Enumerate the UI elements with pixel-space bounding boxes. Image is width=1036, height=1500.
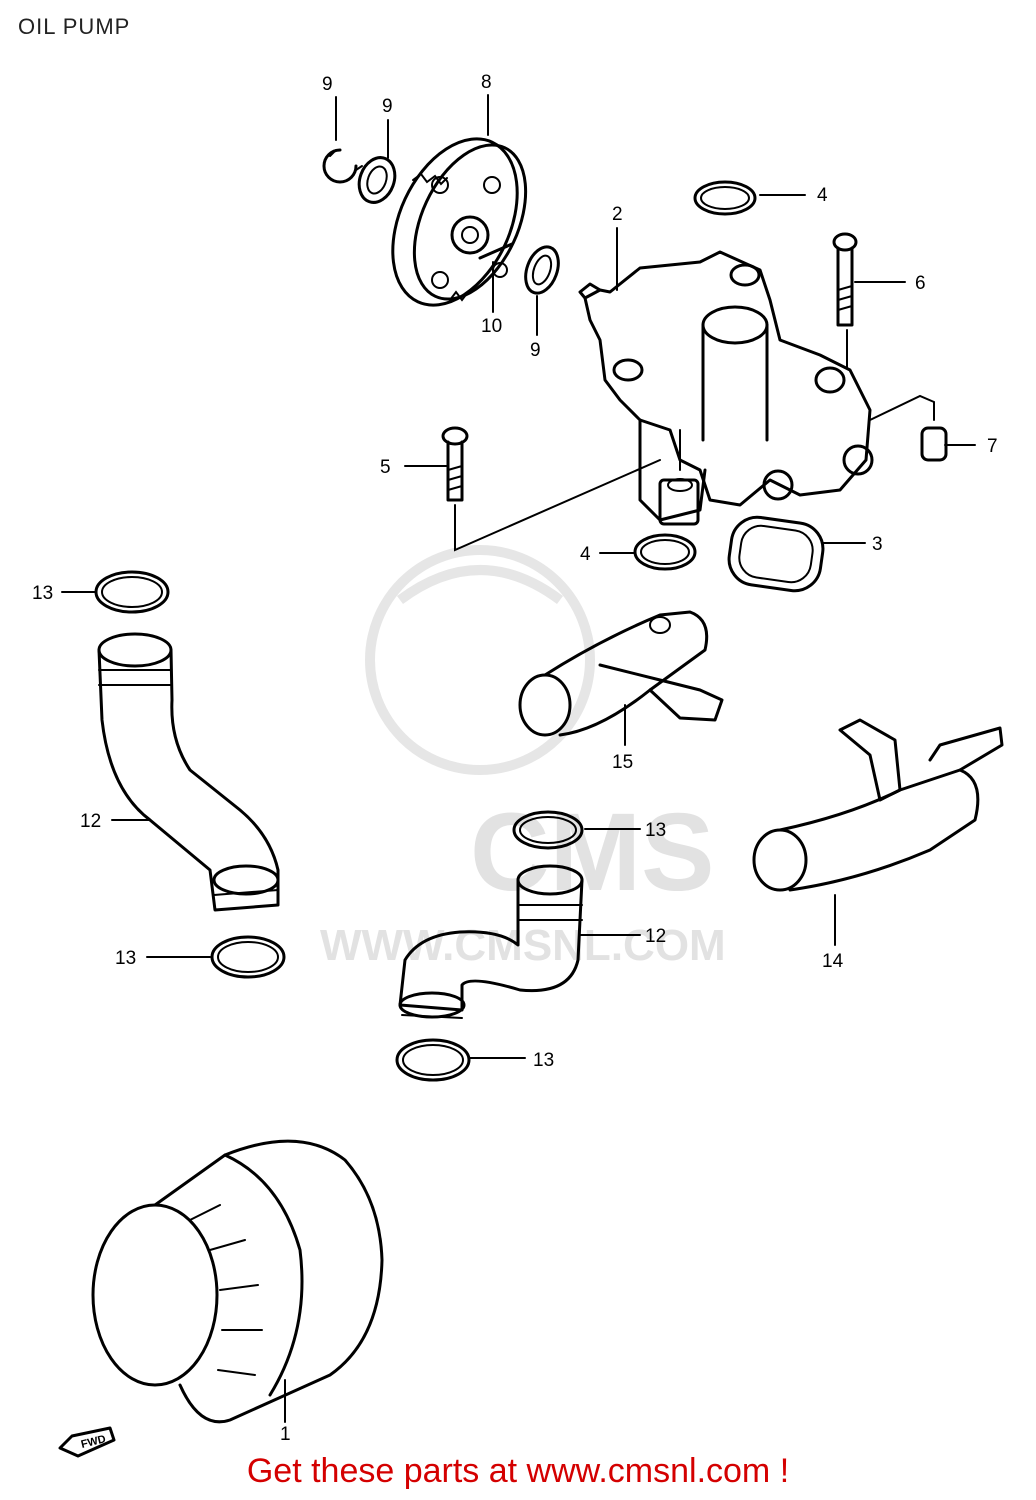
part-9-washer-upper: [357, 156, 397, 204]
callout-13-d: 13: [533, 1050, 554, 1071]
part-15-hose: [518, 610, 724, 746]
callout-10: 10: [481, 316, 502, 337]
part-12-pipe-left: [97, 632, 280, 912]
callout-2: 2: [612, 204, 623, 225]
part-6-bolt: [832, 232, 858, 369]
part-4-oring-lower: [633, 533, 697, 571]
footer-link[interactable]: Get these parts at www.cmsnl.com !: [246, 1452, 790, 1490]
leader-lines: [61, 94, 976, 1059]
part-5-bolt: [441, 426, 661, 552]
callout-9-upper: 9: [382, 96, 393, 117]
callout-1: 1: [280, 1424, 291, 1445]
part-1-oil-filter: [91, 1139, 384, 1424]
callout-3: 3: [872, 534, 883, 555]
part-9-washer-lower: [524, 245, 560, 295]
callout-6: 6: [915, 273, 926, 294]
callout-9-lower: 9: [530, 340, 541, 361]
callout-11: 9: [322, 74, 333, 95]
callout-labels: 9 9 8 10 9 2 4 6 7 5 4 3 13 15 12 13 12 …: [32, 72, 998, 1445]
watermark: CMS WWW.CMSNL.COM: [320, 545, 726, 970]
callout-12-left: 12: [80, 811, 101, 832]
page-title: OIL PUMP: [18, 14, 131, 39]
callout-4-lower: 4: [580, 544, 591, 565]
part-4-oring-upper: [693, 180, 757, 216]
callout-14: 14: [822, 951, 844, 972]
callout-15: 15: [612, 752, 633, 773]
callout-8: 8: [481, 72, 492, 93]
callout-12-middle: 12: [645, 926, 666, 947]
callout-13-b: 13: [645, 820, 666, 841]
watermark-url: WWW.CMSNL.COM: [320, 921, 726, 970]
callout-13-c: 13: [115, 948, 136, 969]
callout-5: 5: [380, 457, 391, 478]
part-12-pipe-middle: [398, 864, 584, 1019]
part-14-pipe: [752, 718, 1004, 946]
part-10-pin: [478, 242, 514, 260]
fwd-label: FWD: [80, 1433, 107, 1451]
part-3-gasket: [727, 515, 825, 593]
part-7-dowel: [869, 394, 948, 462]
callout-13-a: 13: [32, 583, 53, 604]
watermark-brand: CMS: [470, 791, 714, 914]
callout-4-upper: 4: [817, 185, 828, 206]
callout-7: 7: [987, 436, 998, 457]
part-11-circlip: [322, 148, 363, 184]
part-2-pump-body: [578, 250, 874, 526]
part-8-gear: [391, 137, 528, 307]
fwd-arrow-icon: FWD: [58, 1426, 116, 1458]
